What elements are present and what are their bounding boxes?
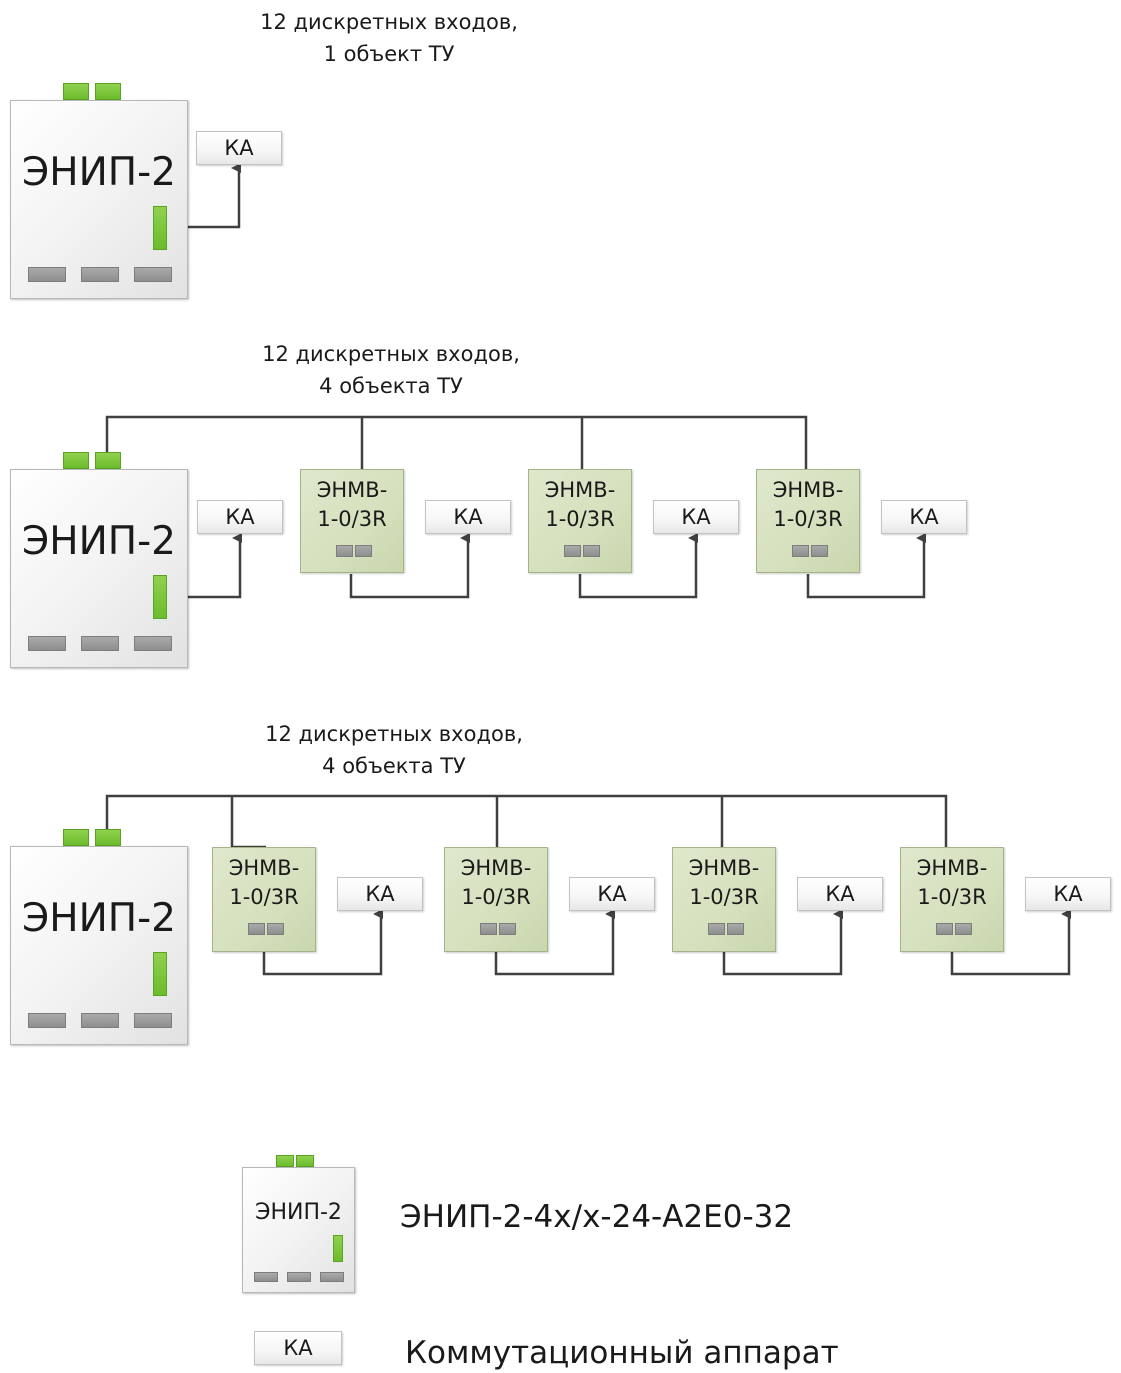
module-port [355,545,372,557]
terminal-block [134,267,172,282]
wire-module-to-ka [806,533,926,599]
enmv-module: ЭНМВ-1-0/3R [900,847,1004,952]
enmv-module: ЭНМВ-1-0/3R [528,469,632,573]
terminal-block [254,1272,278,1282]
terminal-block [320,1272,344,1282]
module-port [267,923,284,935]
module-port [480,923,497,935]
module-label: ЭНМВ-1-0/3R [460,856,532,909]
terminal-block [81,1013,119,1028]
terminal-block [134,636,172,651]
enmv-module: ЭНМВ-1-0/3R [300,469,404,573]
ka-box: КА [653,500,739,534]
bus-line [105,794,948,847]
module-port [727,923,744,935]
port-indicator [95,452,121,469]
wire-module-to-ka [349,533,470,599]
module-port [336,545,353,557]
terminal-block [287,1272,311,1282]
device-label: ЭНИП-2 [22,896,176,941]
wire-module-to-ka [950,909,1071,976]
wire-module-to-ka [578,533,698,599]
module-label: ЭНМВ-1-0/3R [316,478,388,531]
ka-box: КА [797,877,883,911]
legend-device-description: ЭНИП-2-4х/х-24-А2Е0-32 [400,1199,794,1235]
device-label: ЭНИП-2 [22,150,176,195]
bus-drop [230,796,266,849]
port-indicator [95,829,121,846]
ka-box: КА [569,877,655,911]
module-port [936,923,953,935]
enmv-module: ЭНМВ-1-0/3R [212,847,316,952]
ka-box: КА [337,877,423,911]
output-indicator [153,206,167,250]
section-caption: 12 дискретных входов, 4 объекта ТУ [265,722,523,778]
port-indicator [63,829,89,846]
port-indicator [63,83,89,100]
module-port [708,923,725,935]
module-port [564,545,581,557]
module-port [248,923,265,935]
legend-ka-box: КА [254,1331,342,1365]
terminal-block [81,636,119,651]
module-port [811,545,828,557]
ka-box: КА [425,500,511,534]
module-port [499,923,516,935]
section-caption: 12 дискретных входов, 1 объект ТУ [260,10,518,66]
module-label: ЭНМВ-1-0/3R [544,478,616,531]
terminal-block [28,636,66,651]
enmv-module: ЭНМВ-1-0/3R [672,847,776,952]
module-label: ЭНМВ-1-0/3R [688,856,760,909]
ka-box: КА [196,131,282,165]
ka-box: КА [1025,877,1111,911]
wire-output-to-ka [168,533,242,599]
output-indicator [153,575,167,619]
device-label: ЭНИП-2 [22,519,176,564]
enmv-module: ЭНМВ-1-0/3R [756,469,860,573]
wire-module-to-ka [722,909,843,976]
module-label: ЭНМВ-1-0/3R [228,856,300,909]
terminal-block [134,1013,172,1028]
legend-ka-description: Коммутационный аппарат [405,1335,839,1371]
output-indicator [333,1235,343,1262]
module-port [792,545,809,557]
ka-box: КА [197,500,283,534]
ka-box: КА [881,500,967,534]
module-label: ЭНМВ-1-0/3R [772,478,844,531]
terminal-block [28,1013,66,1028]
terminal-block [28,267,66,282]
module-port [583,545,600,557]
wire-module-to-ka [262,909,383,976]
section-caption: 12 дискретных входов, 4 объекта ТУ [262,342,520,398]
module-port [955,923,972,935]
terminal-block [81,267,119,282]
port-indicator [276,1155,294,1167]
device-label: ЭНИП-2 [255,1200,342,1225]
enmv-module: ЭНМВ-1-0/3R [444,847,548,952]
port-indicator [296,1155,314,1167]
module-label: ЭНМВ-1-0/3R [916,856,988,909]
port-indicator [63,452,89,469]
bus-line [105,415,808,469]
wire-module-to-ka [494,909,615,976]
output-indicator [153,952,167,996]
port-indicator [95,83,121,100]
wire-output-to-ka [168,163,241,229]
